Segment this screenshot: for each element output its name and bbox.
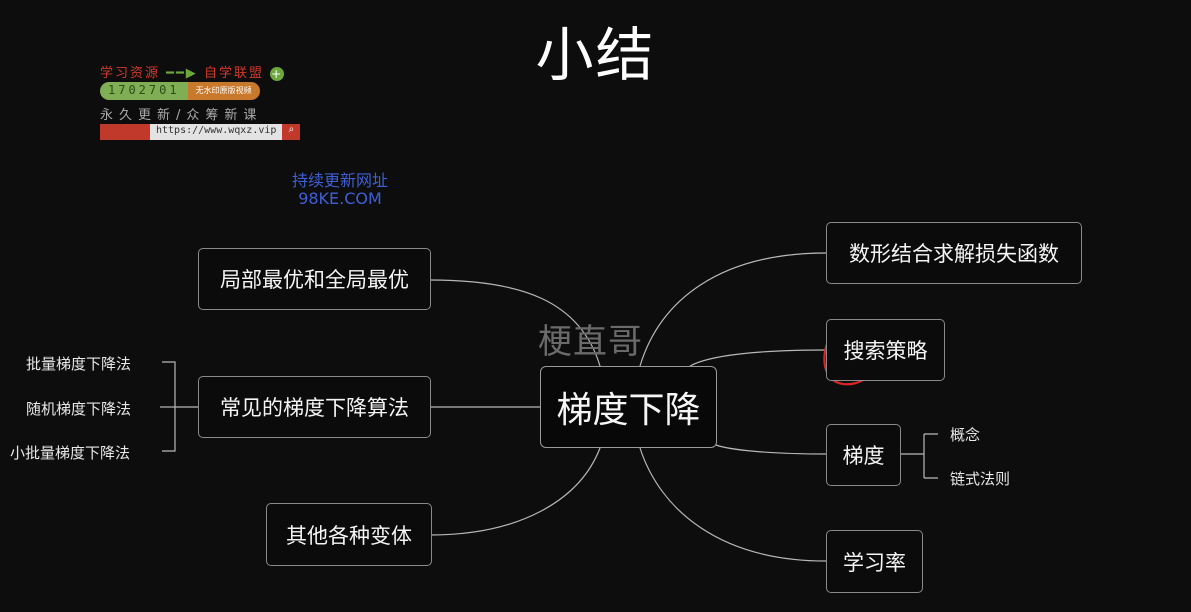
node-common-gd-algorithms: 常见的梯度下降算法 bbox=[198, 376, 431, 438]
connector-search bbox=[689, 349, 827, 367]
arrow-right-icon: ━━▶ bbox=[166, 66, 198, 81]
logo-tag: 无水印原版视频 bbox=[187, 82, 260, 100]
logo-badge bbox=[100, 124, 150, 140]
leaf-chain-rule: 链式法则 bbox=[950, 470, 1011, 488]
node-loss-function: 数形结合求解损失函数 bbox=[826, 222, 1082, 284]
leaf-minibatch-gd: 小批量梯度下降法 bbox=[10, 444, 131, 462]
connector-loss-function bbox=[639, 252, 827, 367]
logo-slogan: 永久更新/众筹新课 bbox=[100, 108, 263, 123]
plus-icon: + bbox=[270, 66, 285, 81]
connector-local-global bbox=[429, 279, 601, 367]
site-domain: 98KE.COM bbox=[298, 189, 382, 208]
logo-url: https://www.wqxz.vip bbox=[150, 124, 283, 140]
leaf-stochastic-gd: 随机梯度下降法 bbox=[26, 400, 132, 418]
watermark: 梗直哥 bbox=[538, 322, 643, 362]
connector-gradient bbox=[715, 444, 827, 455]
bracket-right bbox=[900, 433, 938, 479]
logo-text-right: 自学联盟 bbox=[203, 66, 264, 81]
center-node: 梯度下降 bbox=[540, 366, 717, 448]
logo-qq-number: 1702701 bbox=[100, 82, 188, 100]
search-icon: ⌕ bbox=[282, 124, 301, 140]
node-search-strategy: 搜索策略 bbox=[826, 319, 945, 381]
node-local-global-optimum: 局部最优和全局最优 bbox=[198, 248, 431, 310]
node-learning-rate: 学习率 bbox=[826, 530, 923, 593]
logo-text-left: 学习资源 bbox=[100, 66, 161, 81]
connector-learning-rate bbox=[639, 447, 827, 562]
site-label: 持续更新网址 bbox=[291, 171, 388, 190]
connector-variants bbox=[429, 447, 601, 536]
slide-title: 小结 bbox=[535, 21, 656, 89]
node-other-variants: 其他各种变体 bbox=[266, 503, 432, 566]
leaf-batch-gd: 批量梯度下降法 bbox=[26, 355, 132, 373]
leaf-concept: 概念 bbox=[950, 426, 981, 444]
logo: 学习资源 ━━▶ 自学联盟 + 1702701 无水印原版视频 永久更新/众筹新… bbox=[100, 62, 320, 142]
node-gradient: 梯度 bbox=[826, 424, 901, 486]
